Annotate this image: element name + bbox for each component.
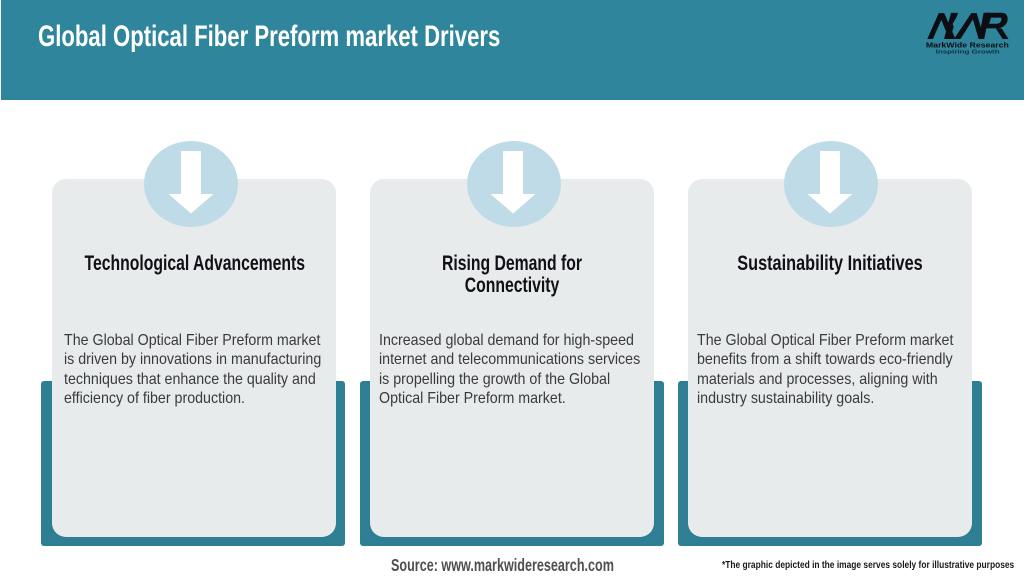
svg-text:MarkWide Research: MarkWide Research xyxy=(926,41,1009,50)
svg-text:Inspiring Growth: Inspiring Growth xyxy=(936,49,1000,55)
